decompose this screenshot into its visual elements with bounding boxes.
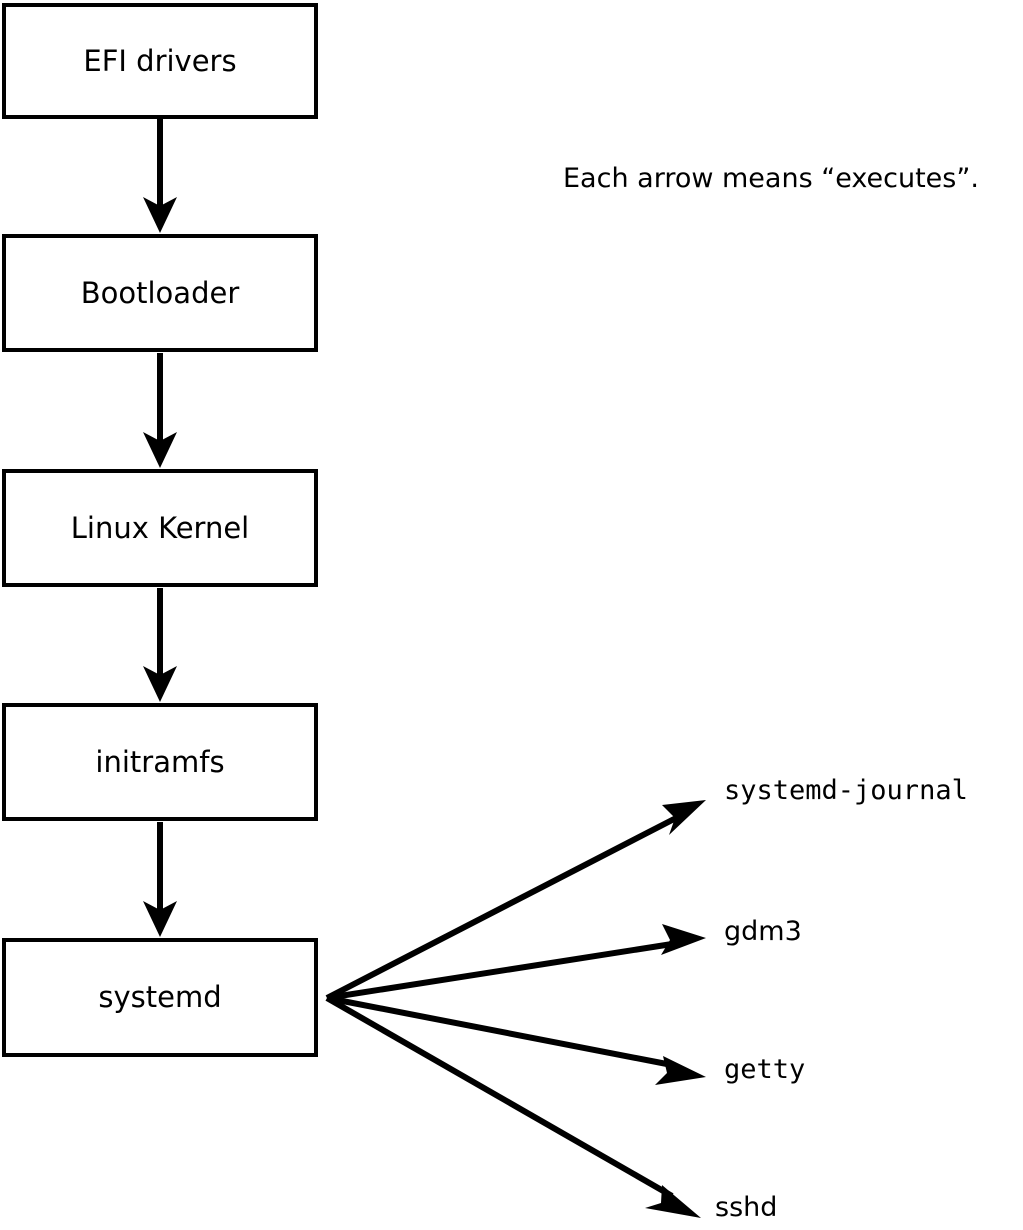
stage-label-bootloader: Bootloader [80, 275, 240, 310]
process-label-sshd: sshd [715, 1192, 778, 1223]
process-label-systemd-journal: systemd-journal [724, 775, 968, 806]
arrow-systemd-to-sshd [325, 995, 701, 1218]
stage-box-bootloader[interactable]: Bootloader [2, 234, 318, 352]
spawn-arrow-layer [325, 800, 706, 1218]
arrow-initramfs-to-systemd [143, 822, 177, 937]
arrow-systemd-to-gdm3 [326, 924, 706, 1001]
diagram-caption: Each arrow means “executes”. [563, 163, 979, 194]
arrow-efi-to-bootloader [143, 119, 177, 233]
stage-label-efi-drivers: EFI drivers [83, 43, 237, 78]
stage-label-systemd: systemd [98, 980, 222, 1014]
stage-label-linux-kernel: Linux Kernel [70, 510, 250, 545]
process-label-getty: getty [724, 1054, 806, 1085]
stage-box-initramfs[interactable]: initramfs [2, 703, 318, 821]
stage-box-systemd[interactable]: systemd [2, 938, 318, 1057]
arrow-bootloader-to-kernel [143, 353, 177, 468]
stage-box-linux-kernel[interactable]: Linux Kernel [2, 469, 318, 587]
arrow-systemd-to-getty [326, 995, 706, 1085]
arrow-systemd-to-systemd-journal [325, 800, 706, 1001]
stage-label-initramfs: initramfs [95, 744, 225, 779]
chain-arrow-layer [143, 119, 177, 937]
process-label-gdm3: gdm3 [724, 916, 802, 947]
stage-box-efi-drivers[interactable]: EFI drivers [2, 3, 318, 119]
arrow-kernel-to-initramfs [143, 588, 177, 702]
